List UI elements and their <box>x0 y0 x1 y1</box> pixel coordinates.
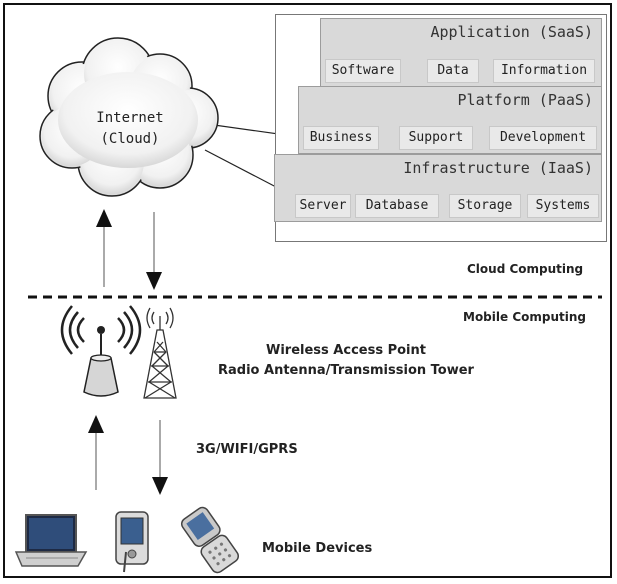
iaas-layer: Infrastructure (IaaS) Server Database St… <box>274 154 602 222</box>
access-point-caption-line2: Radio Antenna/Transmission Tower <box>218 363 474 378</box>
iaas-item-database: Database <box>355 194 439 218</box>
diagram-frame <box>3 3 612 578</box>
paas-item-support: Support <box>399 126 473 150</box>
cloud-label: Internet (Cloud) <box>75 108 185 150</box>
access-point-caption-line1: Wireless Access Point <box>266 343 426 358</box>
paas-title: Platform (PaaS) <box>457 91 593 109</box>
saas-title: Application (SaaS) <box>430 23 593 41</box>
saas-layer: Application (SaaS) Software Data Informa… <box>320 18 602 88</box>
access-point-caption: Wireless Access Point Radio Antenna/Tran… <box>198 341 494 381</box>
iaas-item-systems: Systems <box>527 194 599 218</box>
mobile-devices-label: Mobile Devices <box>262 541 373 556</box>
saas-item-information: Information <box>493 59 595 83</box>
network-label: 3G/WIFI/GPRS <box>196 442 298 457</box>
cloud-label-line2: (Cloud) <box>100 131 160 147</box>
iaas-item-storage: Storage <box>449 194 521 218</box>
cloud-computing-label: Cloud Computing <box>467 262 584 276</box>
paas-item-development: Development <box>489 126 597 150</box>
iaas-item-server: Server <box>295 194 351 218</box>
saas-item-data: Data <box>427 59 479 83</box>
saas-item-software: Software <box>325 59 401 83</box>
paas-item-business: Business <box>303 126 379 150</box>
cloud-label-line1: Internet <box>96 110 164 126</box>
cloud-to-iaas-connector <box>204 149 279 189</box>
iaas-title: Infrastructure (IaaS) <box>403 159 593 177</box>
paas-layer: Platform (PaaS) Business Support Develop… <box>298 86 602 154</box>
mobile-computing-label: Mobile Computing <box>463 310 586 324</box>
